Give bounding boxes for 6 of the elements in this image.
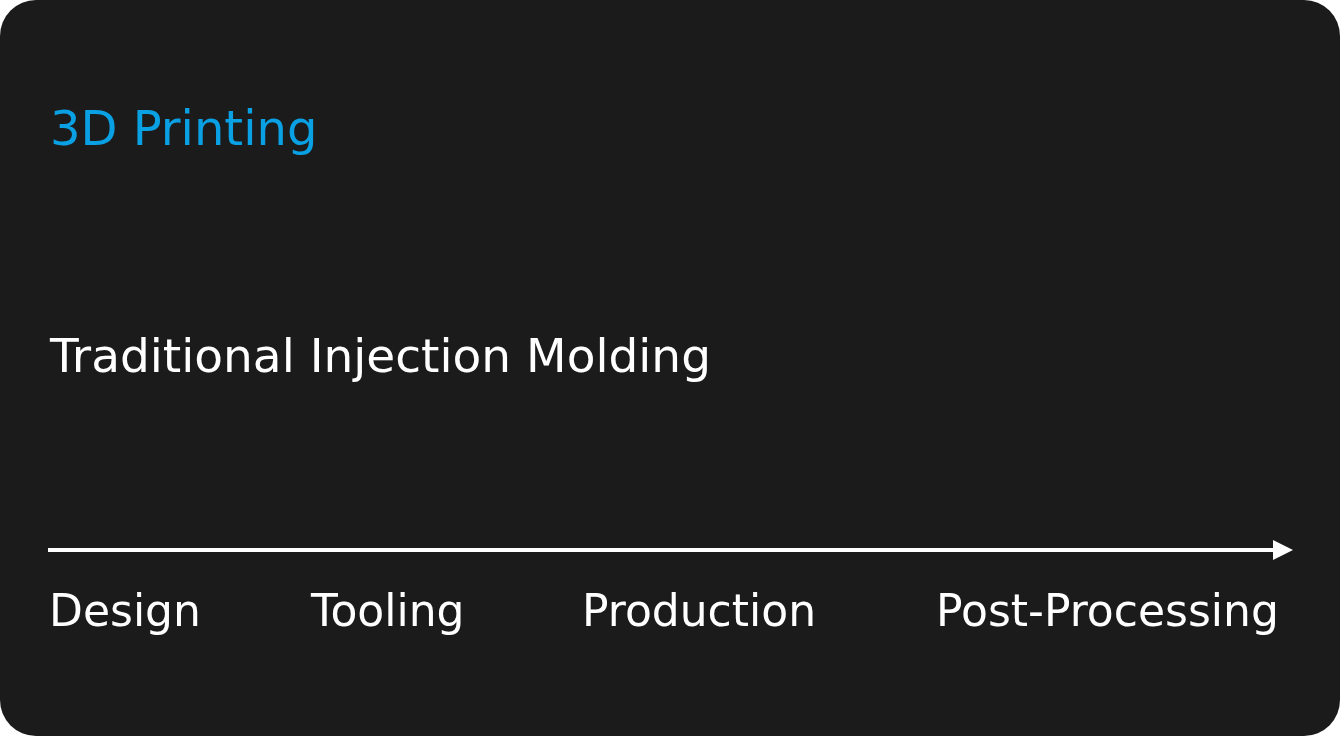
- series-label: Traditional Injection Molding: [50, 328, 711, 385]
- stage-label: Tooling: [311, 585, 465, 638]
- stage-label: Post-Processing: [936, 585, 1279, 638]
- series-label: 3D Printing: [50, 100, 318, 158]
- stage-label: Production: [582, 585, 817, 638]
- stage-label: Design: [49, 585, 201, 638]
